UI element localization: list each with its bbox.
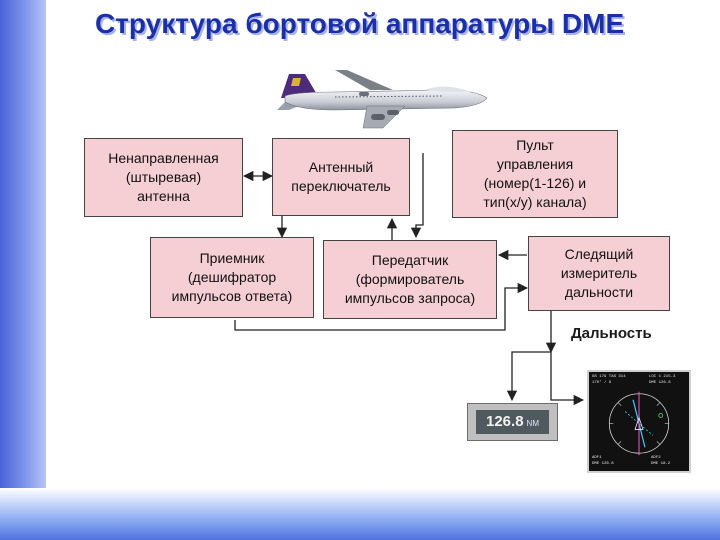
nav-bottom-left-line2: DME 126.8 bbox=[592, 462, 614, 466]
airplane-icon bbox=[277, 70, 488, 129]
dme-distance-value: 126.8 bbox=[486, 413, 524, 430]
bottom-gradient-bar bbox=[0, 488, 720, 540]
nav-top-left-line2: 170° / 9 bbox=[592, 381, 612, 385]
dme-distance-unit: NM bbox=[526, 419, 539, 428]
transmitter-block: Передатчик (формирователь импульсов запр… bbox=[323, 240, 497, 319]
dme-readout-display: 126.8 NM bbox=[467, 403, 558, 441]
nav-top-right-line2: DME 126.8 bbox=[649, 381, 671, 385]
compass-rose-icon bbox=[608, 391, 670, 456]
nav-bottom-right-line1: ADF2 bbox=[651, 456, 661, 460]
control-panel-block: Пульт управления (номер(1-126) и тип(x/y… bbox=[452, 130, 618, 218]
nav-top-right-line1: LOC 1 215.3 bbox=[649, 375, 676, 379]
navigation-display: GS 179 TAS 314 170° / 9 LOC 1 215.3 DME … bbox=[587, 370, 691, 473]
slide-title: Структура бортовой аппаратуры DME bbox=[95, 8, 625, 39]
antenna-switch-block: Антенный переключатель bbox=[272, 138, 410, 216]
dme-readout-screen: 126.8 NM bbox=[476, 410, 549, 434]
nav-top-left-line1: GS 179 TAS 314 bbox=[592, 375, 626, 379]
range-output-label: Дальность bbox=[571, 325, 652, 342]
receiver-block: Приемник (дешифратор импульсов ответа) bbox=[150, 237, 314, 318]
left-gradient-bar bbox=[0, 0, 46, 540]
range-tracker-block: Следящий измеритель дальности bbox=[528, 236, 670, 311]
antenna-block: Ненаправленная (штыревая) антенна bbox=[84, 138, 243, 217]
nav-bottom-left-line1: ADF1 bbox=[592, 456, 602, 460]
nav-bottom-right-line2: DME 18.2 bbox=[651, 462, 671, 466]
